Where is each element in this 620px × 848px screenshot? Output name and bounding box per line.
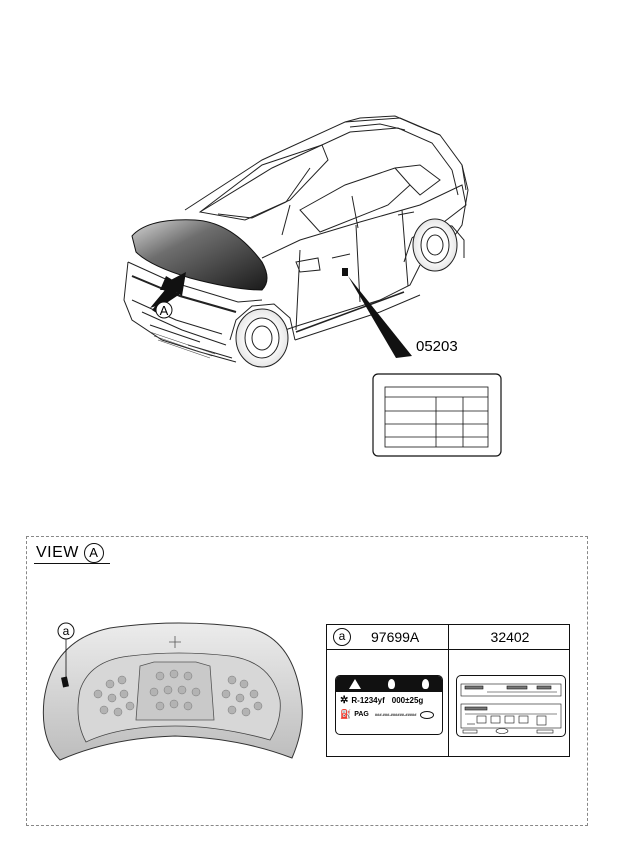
view-a-frame [26, 536, 588, 826]
callout-detail-circle [57, 622, 75, 640]
emission-part-number: 32402 [490, 629, 530, 645]
table-divider-horizontal [327, 649, 569, 650]
table-divider-vertical [448, 625, 449, 756]
table-header-refrigerant: a 97699A [327, 625, 448, 649]
refrigerant-label-graphic: ✲ R-1234yf 000±25g ⛽ PAG ###.###-######-… [335, 675, 443, 735]
oval-mark [420, 710, 435, 719]
label-parts-table: a 97699A 32402 ✲ R-1234yf 000±25g ⛽ PAG … [326, 624, 570, 757]
flame-icon [387, 679, 395, 689]
view-a-title: VIEW A [36, 543, 104, 563]
warning-triangle-icon [349, 679, 362, 689]
rear-wheel [412, 218, 458, 272]
hood-underside-illustration: a [42, 622, 303, 761]
callout-a-circle [155, 301, 173, 319]
warning-band [336, 676, 442, 692]
door-label-pointer [348, 276, 412, 358]
snowflake-icon: ✲ [340, 695, 349, 706]
hood-shaded [131, 219, 268, 291]
view-ref-circle: A [83, 543, 104, 563]
emission-label-graphic [456, 675, 566, 737]
oil-type: PAG [354, 711, 369, 718]
view-prefix: VIEW [36, 544, 79, 561]
detail-ref-circle: a [333, 628, 351, 646]
door-label-marker [342, 268, 348, 276]
flame-icon-2 [421, 679, 429, 689]
oil-can-icon: ⛽ [340, 709, 352, 719]
hood-label-marker [61, 676, 69, 688]
callout-a-text: A [160, 303, 169, 318]
door-label-card [372, 373, 502, 457]
oil-codes: ###.###-######-##### [374, 712, 417, 717]
vehicle-illustration: A [123, 115, 502, 457]
door-label-part-number: 05203 [416, 338, 458, 355]
front-wheel [235, 308, 289, 368]
view-title-underline [34, 563, 110, 564]
refrigerant-charge: 000±25g [391, 696, 424, 705]
refrigerant-type: R-1234yf [351, 696, 385, 705]
callout-detail-text: a [63, 624, 70, 638]
refrigerant-part-number: 97699A [371, 629, 420, 645]
